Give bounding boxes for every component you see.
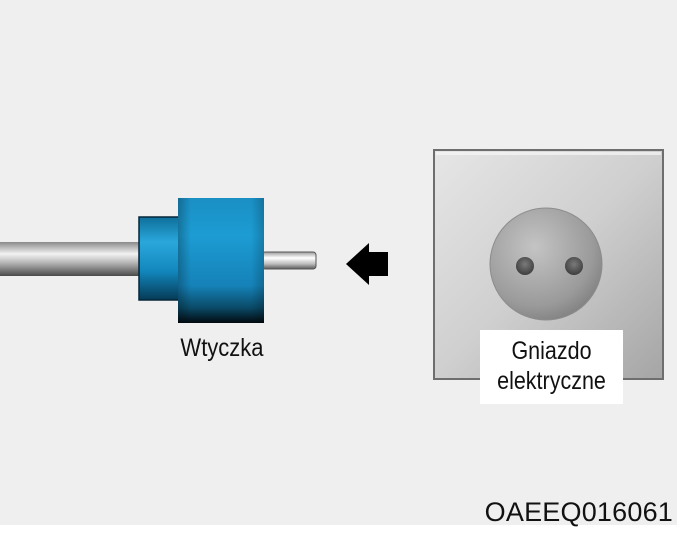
- figure-code: OAEEQ016061: [484, 497, 673, 527]
- arrow-left-icon: [346, 243, 388, 285]
- socket-label-line1: Gniazdo: [511, 337, 592, 365]
- plug-pin: [261, 251, 317, 270]
- plug-collar: [138, 216, 182, 301]
- cable: [0, 242, 142, 276]
- socket-hole-right: [565, 257, 583, 275]
- socket-label-line2: elektryczne: [497, 367, 606, 395]
- plug-label: Wtyczka: [180, 334, 264, 362]
- socket-face: [490, 208, 602, 320]
- socket-hole-left: [516, 257, 534, 275]
- socket-label-box: [480, 330, 623, 404]
- plug-socket-illustration: [0, 149, 664, 380]
- socket-label: Gniazdo elektryczne: [490, 336, 613, 396]
